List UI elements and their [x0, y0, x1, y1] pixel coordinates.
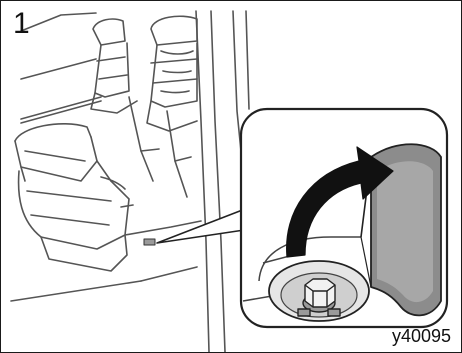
figure-code: y40095 [392, 326, 451, 346]
vehicle-interior-overview [11, 11, 249, 352]
step-number: 1 [13, 7, 30, 41]
rear-seat-upper-right [147, 16, 197, 131]
front-seat-lower-left [15, 124, 129, 271]
floor-cover-marker [144, 239, 155, 245]
detail-inset [241, 109, 447, 327]
callout-pointer [157, 209, 251, 243]
